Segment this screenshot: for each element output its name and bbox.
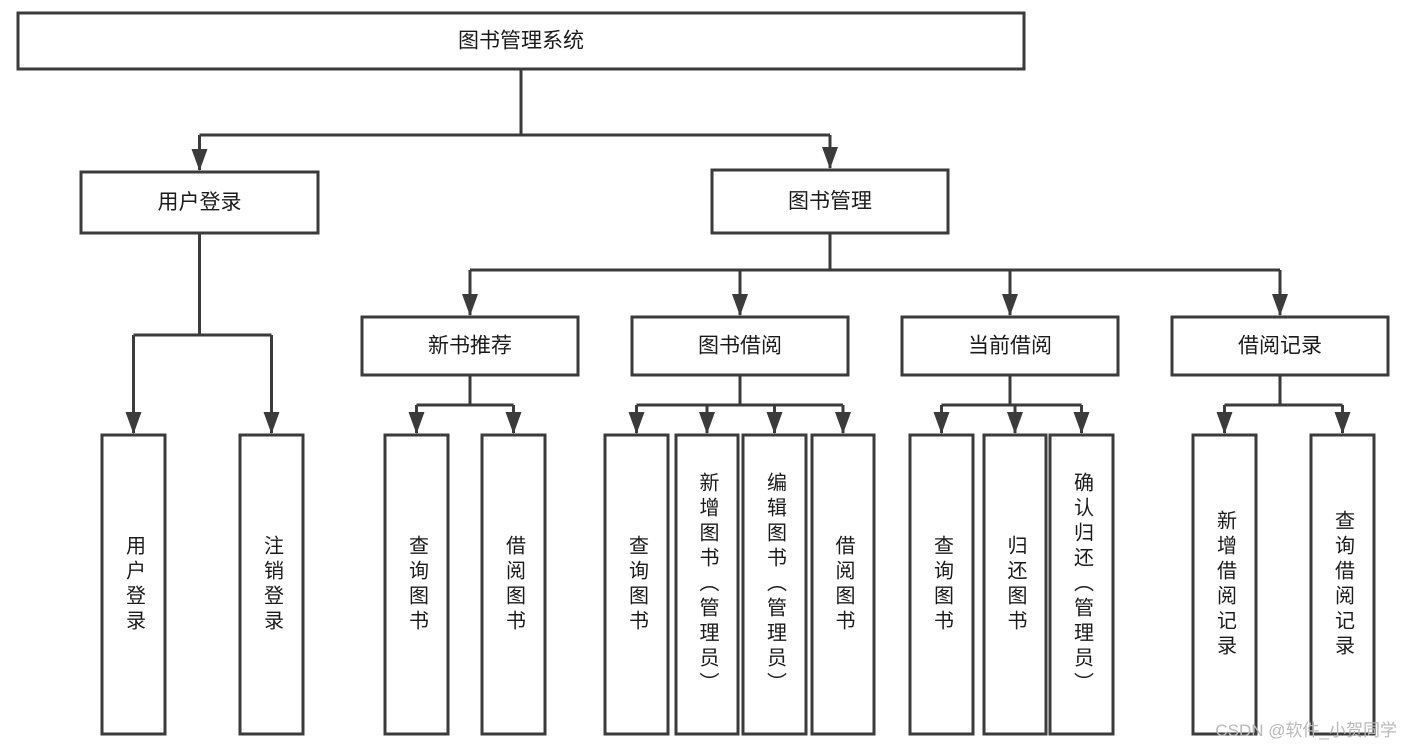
level3-node-label-new-book-recommend: 新书推荐 (428, 335, 512, 358)
arrow-head-level2-1 (822, 147, 838, 169)
arrow-head-leaf-add-book-admin (699, 412, 715, 434)
leaf-node-box-leaf-borrow-book-1[interactable] (480, 433, 547, 736)
level3-node-label-current-borrow: 当前借阅 (968, 335, 1052, 358)
level2-node-box-book-manage[interactable] (710, 168, 950, 235)
box-layer (16, 11, 1390, 736)
arrow-head-leaf-borrow-book-2 (835, 412, 851, 434)
watermark: CSDN @软件_小贺同学 (1215, 721, 1397, 740)
level3-node-box-book-borrow[interactable] (630, 315, 850, 377)
arrow-head-level3-2 (1002, 294, 1018, 316)
edge-layer (125, 69, 1351, 434)
arrow-head-leaf-return-book (1007, 412, 1023, 434)
level3-node-box-new-book-recommend[interactable] (360, 315, 580, 377)
level2-node-label-user-login: 用户登录 (158, 191, 242, 214)
arrow-head-leaf-query-book-3 (933, 412, 950, 434)
leaf-node-box-leaf-query-book-2[interactable] (603, 433, 670, 736)
leaf-node-box-leaf-query-book-3[interactable] (908, 433, 975, 736)
arrow-head-leaf-add-borrow-record (1216, 412, 1233, 434)
level3-node-label-borrow-record: 借阅记录 (1238, 335, 1322, 358)
leaf-node-box-leaf-logout-login[interactable] (238, 433, 305, 736)
leaf-node-box-leaf-confirm-return-admin[interactable] (1048, 433, 1115, 736)
leaf-node-box-leaf-add-book-admin[interactable] (674, 433, 740, 736)
root-node-label: 图书管理系统 (458, 30, 584, 53)
arrow-head-level3-1 (732, 294, 748, 316)
leaf-node-box-leaf-query-borrow-record[interactable] (1309, 433, 1376, 736)
leaf-node-box-leaf-add-borrow-record[interactable] (1191, 433, 1258, 736)
leaf-node-box-leaf-return-book[interactable] (982, 433, 1048, 736)
level3-node-box-current-borrow[interactable] (900, 315, 1120, 377)
arrow-head-level3-3 (1272, 294, 1288, 316)
level3-node-box-borrow-record[interactable] (1170, 315, 1390, 377)
arrow-head-leaf-query-book-2 (628, 412, 645, 434)
level3-node-label-book-borrow: 图书借阅 (698, 335, 782, 358)
arrow-head-leaf-user-login (125, 412, 142, 434)
level2-node-label-book-manage: 图书管理 (788, 190, 872, 213)
level2-node-box-user-login[interactable] (79, 170, 320, 235)
leaf-node-box-leaf-borrow-book-2[interactable] (810, 433, 876, 736)
leaf-node-box-leaf-edit-book-admin[interactable] (741, 433, 808, 736)
arrow-head-leaf-query-book-1 (408, 412, 425, 434)
leaf-node-box-leaf-query-book-1[interactable] (383, 433, 450, 736)
arrow-head-level2-0 (191, 149, 208, 171)
arrow-head-leaf-borrow-book-1 (505, 412, 522, 434)
arrow-head-leaf-edit-book-admin (766, 412, 783, 434)
arrow-head-leaf-confirm-return-admin (1073, 412, 1090, 434)
arrow-head-leaf-query-borrow-record (1334, 412, 1351, 434)
arrow-head-level3-0 (462, 294, 478, 316)
arrow-head-leaf-logout-login (263, 412, 280, 434)
leaf-node-box-leaf-user-login[interactable] (100, 433, 167, 736)
root-node-box[interactable] (16, 11, 1026, 71)
